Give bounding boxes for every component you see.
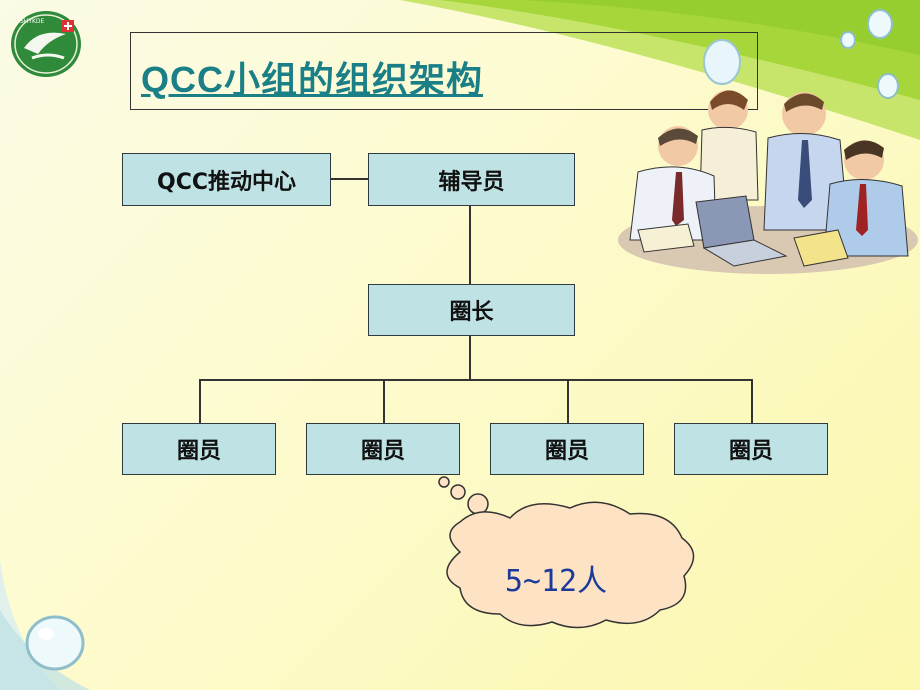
node-advisor: 辅导员 bbox=[368, 153, 575, 206]
node-member: 圈员 bbox=[122, 423, 276, 475]
node-member: 圈员 bbox=[674, 423, 828, 475]
connector-center-advisor bbox=[331, 178, 368, 180]
node-qcc-center: QCC推动中心 bbox=[122, 153, 331, 206]
water-drop-decoration bbox=[703, 9, 899, 99]
connector-member-3 bbox=[567, 379, 569, 423]
company-logo: SHYKDE bbox=[8, 8, 84, 80]
node-member: 圈员 bbox=[490, 423, 644, 475]
connector-member-4 bbox=[751, 379, 753, 423]
team-meeting-illustration bbox=[618, 90, 918, 274]
connector-members-bar bbox=[199, 379, 752, 381]
connector-member-1 bbox=[199, 379, 201, 423]
title-frame: QCC小组的组织架构 bbox=[130, 32, 758, 110]
connector-member-2 bbox=[383, 379, 385, 423]
water-drop-bottom-left bbox=[25, 615, 85, 671]
slide-title: QCC小组的组织架构 bbox=[141, 59, 483, 100]
thought-cloud bbox=[438, 476, 695, 629]
node-leader: 圈长 bbox=[368, 284, 575, 336]
connector-advisor-leader bbox=[469, 206, 471, 284]
connector-leader-trunk bbox=[469, 336, 471, 380]
node-member: 圈员 bbox=[306, 423, 460, 475]
logo-text: SHYKDE bbox=[20, 18, 45, 25]
cloud-callout-text: 5~12人 bbox=[504, 564, 608, 599]
